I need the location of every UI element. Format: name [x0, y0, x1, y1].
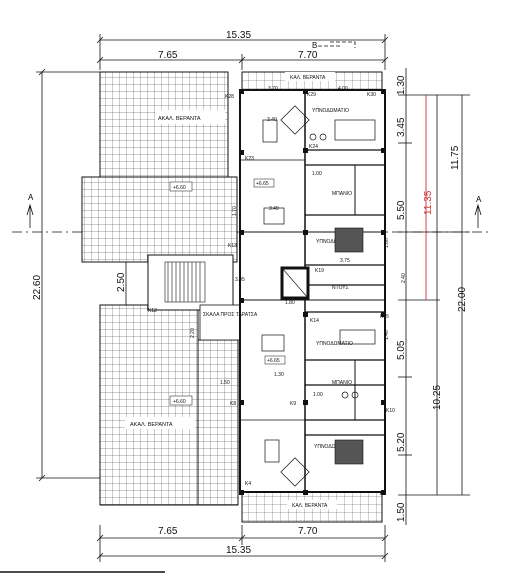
inner-dim-10: 2.40	[401, 273, 407, 283]
column-k19: K19	[315, 268, 324, 274]
top-right-dim: 7.70	[298, 50, 318, 61]
right-dim-2: 3.45	[396, 117, 407, 137]
bedroom-4-label: ΥΠΝΟΔΩΜΑΤΙΟ	[314, 444, 351, 450]
bottom-right-dim: 7.70	[298, 526, 318, 537]
column-k14: K14	[310, 318, 319, 324]
bedroom-3-label: ΥΠΝΟΔΩΜΑΤΙΟ	[316, 341, 353, 347]
column-k13: K13	[228, 243, 237, 249]
red-dim-label: 11.35	[423, 190, 434, 215]
right-dim-3: 5.50	[396, 200, 407, 220]
veranda-top-label-bg	[285, 72, 335, 81]
left-dimensions	[36, 68, 127, 482]
veranda-bottom-label-bg	[287, 500, 337, 509]
stair-access-box	[199, 304, 241, 341]
level-lower-box	[169, 395, 193, 406]
bath-2-label: ΜΠΑΝΙΟ	[332, 380, 352, 386]
staircase	[147, 254, 234, 311]
column-k4: K4	[245, 481, 251, 487]
inner-dim-5: 1.80	[285, 300, 295, 306]
column-k15: K15	[380, 314, 389, 320]
column-k9: K9	[290, 401, 296, 407]
furniture	[261, 105, 376, 487]
section-a-right-arrow	[474, 203, 482, 228]
column-k30: K30	[367, 92, 376, 98]
inner-dim-4: 3.05	[235, 277, 245, 283]
inner-dim-7: 1.00	[312, 171, 322, 177]
right-dim-4: 5.05	[396, 340, 407, 360]
level-lower: +6.60	[173, 399, 186, 405]
column-k24: K24	[309, 144, 318, 150]
inner-dim-14: 2.20	[190, 328, 196, 338]
bath-1-label: ΜΠΑΝΙΟ	[332, 191, 352, 197]
column-k10: K10	[386, 408, 395, 414]
right-upper-dim: 11.75	[450, 145, 461, 170]
right-dim-1: 1.30	[396, 75, 407, 95]
inner-dim-8: 1.50	[220, 380, 230, 386]
bottom-total-dim: 15.35	[226, 545, 251, 556]
veranda-top-label: ΚΑΛ. ΒΕΡΑΝΤΑ	[290, 75, 326, 81]
column-k28: K28	[225, 94, 234, 100]
level-mid1: +6.65	[256, 181, 269, 187]
inner-dim-13: 1.00	[313, 392, 323, 398]
inner-dim-3: 3.40	[267, 117, 277, 123]
top-dimensions	[96, 34, 389, 70]
veranda-lower-strip	[197, 339, 239, 506]
section-a-right: A	[476, 195, 482, 204]
inner-dim-2: 4.00	[338, 86, 348, 92]
veranda-lower-label-bg	[125, 417, 195, 429]
veranda-upper	[99, 71, 229, 178]
elevator-cross	[281, 267, 309, 299]
level-upper-box	[169, 181, 193, 192]
column-k23: K23	[245, 156, 254, 162]
section-b-marker	[318, 41, 356, 48]
veranda-bottom-label: ΚΑΛ. ΒΕΡΑΝΤΑ	[292, 503, 328, 509]
left-total-dim: 22.60	[32, 275, 43, 300]
right-dimensions	[398, 68, 470, 525]
inner-dim-1: 3.70	[268, 86, 278, 92]
bedroom-2-label: ΥΠΝΟΔΩΜΑΤΙΟ	[316, 239, 353, 245]
right-lower-dim: 10.25	[432, 385, 443, 410]
inner-dim-9: 1.70	[232, 206, 238, 216]
inner-dim-15: 3.75	[340, 258, 350, 264]
inner-dim-16: 1.30	[274, 372, 284, 378]
right-total-dim: 22.00	[457, 287, 468, 312]
beds	[334, 227, 364, 465]
level-mid1-box	[253, 178, 275, 188]
column-k5: K5	[380, 491, 386, 497]
bedroom-1-label: ΥΠΝΟΔΩΜΑΤΙΟ	[312, 108, 349, 114]
right-dim-6: 1.50	[396, 502, 407, 522]
bottom-dimensions	[96, 525, 389, 562]
right-dim-5: 5.20	[396, 432, 407, 452]
columns	[239, 89, 386, 495]
section-a-left: A	[28, 193, 34, 202]
building-walls	[239, 89, 386, 493]
veranda-upper-label-bg	[155, 110, 225, 124]
wc-label: ΝΤΟΥΣ	[332, 285, 349, 291]
level-upper: +6.60	[173, 185, 186, 191]
bottom-left-dim: 7.65	[158, 526, 178, 537]
inner-dim-12: 1.40	[384, 330, 390, 340]
inner-dim-6: 3.40	[269, 206, 279, 212]
column-k8: K8	[230, 401, 236, 407]
top-left-dim: 7.65	[158, 50, 178, 61]
top-total-dim: 15.35	[226, 30, 251, 41]
left-stair-dim: 2.50	[116, 272, 127, 292]
column-k12: K12	[148, 308, 157, 314]
level-mid2-box	[264, 355, 286, 365]
veranda-upper-label: ΑΚΑΛ. ΒΕΡΑΝΤΑ	[158, 116, 201, 122]
veranda-lower-label: ΑΚΑΛ. ΒΕΡΑΝΤΑ	[130, 422, 173, 428]
veranda-upper-lower	[81, 176, 238, 263]
section-a-left-arrow	[26, 203, 34, 228]
inner-dim-11: 1.60	[384, 238, 390, 248]
level-mid2: +6.65	[267, 358, 280, 364]
stair-access-label: ΣΚΑΛΑ ΠΡΟΣ ΤΑΡΑΤΣΑ	[203, 312, 258, 318]
section-b-label: B	[312, 41, 317, 50]
column-k29: K29	[307, 92, 316, 98]
